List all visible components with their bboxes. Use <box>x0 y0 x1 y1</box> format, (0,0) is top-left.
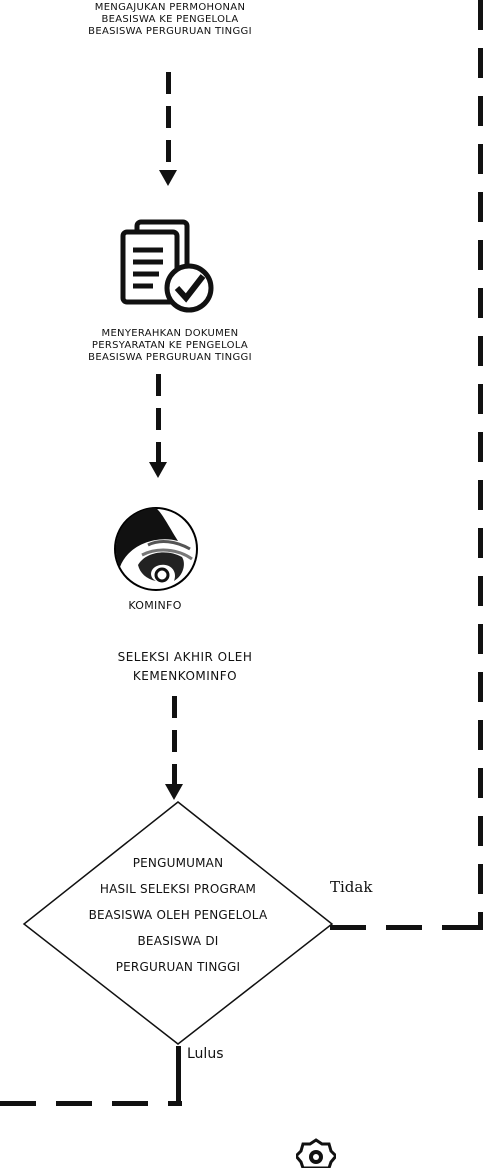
seal-badge-icon <box>293 1138 339 1170</box>
arrow-head-2 <box>149 462 167 478</box>
branch-no-label: Tidak <box>330 878 373 896</box>
branch-yes-connector-v <box>176 1046 181 1104</box>
document-check-icon <box>115 218 225 318</box>
step-submit-application-text: MENGAJUKAN PERMOHONAN BEASISWA KE PENGEL… <box>88 2 252 37</box>
branch-yes-connector-h <box>0 1101 182 1106</box>
decision-diamond <box>20 800 336 1046</box>
flow-connector-1 <box>166 72 171 172</box>
branch-no-connector <box>330 925 480 930</box>
decision-announcement-text: PENGUMUMAN HASIL SELEKSI PROGRAM BEASISW… <box>88 856 268 974</box>
flow-connector-2 <box>156 374 161 466</box>
step-final-selection-text: SELEKSI AKHIR OLEH KEMENKOMINFO <box>117 650 253 683</box>
arrow-head-1 <box>159 170 177 186</box>
kominfo-logo-text: KOMINFO <box>128 599 182 612</box>
step-submit-documents-text: MENYERAHKAN DOKUMEN PERSYARATAN KE PENGE… <box>88 328 252 363</box>
kominfo-logo-icon <box>112 505 200 593</box>
return-path-connector <box>478 0 483 930</box>
flow-connector-3 <box>172 696 177 788</box>
arrow-head-3 <box>165 784 183 800</box>
branch-yes-label: Lulus <box>187 1046 224 1062</box>
